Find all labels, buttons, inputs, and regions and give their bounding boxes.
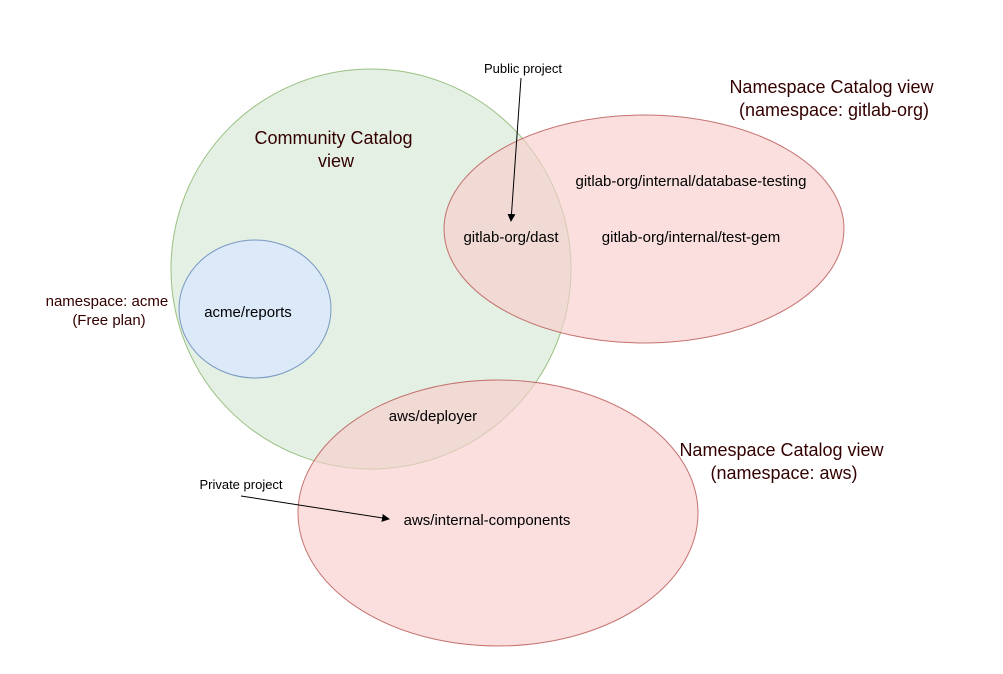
- public-project-arrow: [507, 77, 522, 222]
- acme-namespace-label: namespace: acme (Free plan): [46, 293, 173, 329]
- acme-namespace-circle: [178, 239, 332, 379]
- gitlab-org-namespace-title: Namespace Catalog view (namespace: gitla…: [729, 77, 938, 120]
- item-test-gem: gitlab-org/internal/test-gem: [602, 229, 780, 246]
- public-project-annotation: Public project: [484, 61, 562, 76]
- gitlab-org-namespace-ellipse: [443, 114, 845, 344]
- private-project-arrow: [240, 495, 390, 522]
- item-aws-deployer: aws/deployer: [389, 408, 477, 425]
- item-gitlab-org-dast: gitlab-org/dast: [463, 229, 559, 246]
- item-database-testing: gitlab-org/internal/database-testing: [576, 173, 807, 190]
- aws-namespace-ellipse: [297, 379, 699, 647]
- item-acme-reports: acme/reports: [204, 304, 292, 321]
- community-catalog-title: Community Catalog view: [254, 128, 417, 171]
- aws-namespace-title: Namespace Catalog view (namespace: aws): [679, 440, 888, 483]
- private-project-annotation: Private project: [199, 477, 282, 492]
- item-aws-internal-components: aws/internal-components: [404, 512, 571, 529]
